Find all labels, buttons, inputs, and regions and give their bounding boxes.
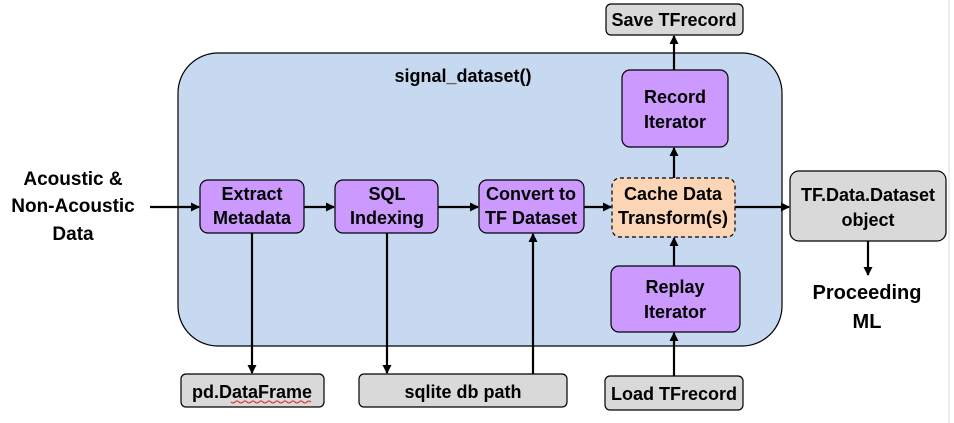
load-tfrecord-box: Load TFrecord (604, 375, 744, 411)
load-tfrecord-label: Load TFrecord (611, 384, 737, 404)
connector-arrows (150, 35, 873, 376)
sql-line-2: Indexing (350, 208, 424, 228)
input-line-2: Non-Acoustic (11, 196, 135, 217)
cache-line-1: Cache Data (624, 184, 723, 204)
save-tfrecord-label: Save TFrecord (611, 10, 736, 30)
replay-iterator-node: Replay Iterator (610, 265, 741, 333)
convert-line-1: Convert to (486, 184, 576, 204)
record-iterator-node: Record Iterator (621, 69, 729, 148)
record-line-2: Iterator (644, 112, 706, 132)
output-line-2: ML (853, 311, 882, 333)
extract-metadata-node: Extract Metadata (199, 179, 305, 234)
tfdata-line-2: object (841, 210, 894, 230)
tf-dataset-object-box: TF.Data.Dataset object (789, 170, 947, 242)
container-title: signal_dataset() (394, 66, 531, 86)
output-label: Proceeding ML (813, 282, 922, 333)
sqlite-path-label: sqlite db path (405, 382, 522, 402)
cache-transform-node: Cache Data Transform(s) (611, 177, 736, 238)
replay-line-2: Iterator (644, 302, 706, 322)
replay-line-1: Replay (645, 277, 704, 297)
convert-line-2: TF Dataset (485, 208, 577, 228)
convert-tf-dataset-node: Convert to TF Dataset (478, 179, 585, 234)
cache-line-2: Transform(s) (618, 208, 728, 228)
spellcheck-underline (230, 400, 312, 404)
input-line-3: Data (52, 224, 94, 245)
input-label: Acoustic & Non-Acoustic Data (11, 169, 135, 245)
record-line-1: Record (644, 87, 706, 107)
save-tfrecord-box: Save TFrecord (605, 3, 744, 36)
tfdata-line-1: TF.Data.Dataset (801, 185, 935, 205)
output-line-1: Proceeding (813, 282, 922, 304)
input-line-1: Acoustic & (23, 169, 123, 190)
sql-indexing-node: SQL Indexing (334, 179, 439, 234)
dataframe-label: pd.DataFrame (192, 382, 312, 402)
sql-line-1: SQL (368, 184, 405, 204)
extract-line-2: Metadata (213, 208, 292, 228)
extract-line-1: Extract (221, 184, 282, 204)
dataframe-box: pd.DataFrame (180, 373, 325, 408)
sqlite-path-box: sqlite db path (358, 373, 568, 408)
